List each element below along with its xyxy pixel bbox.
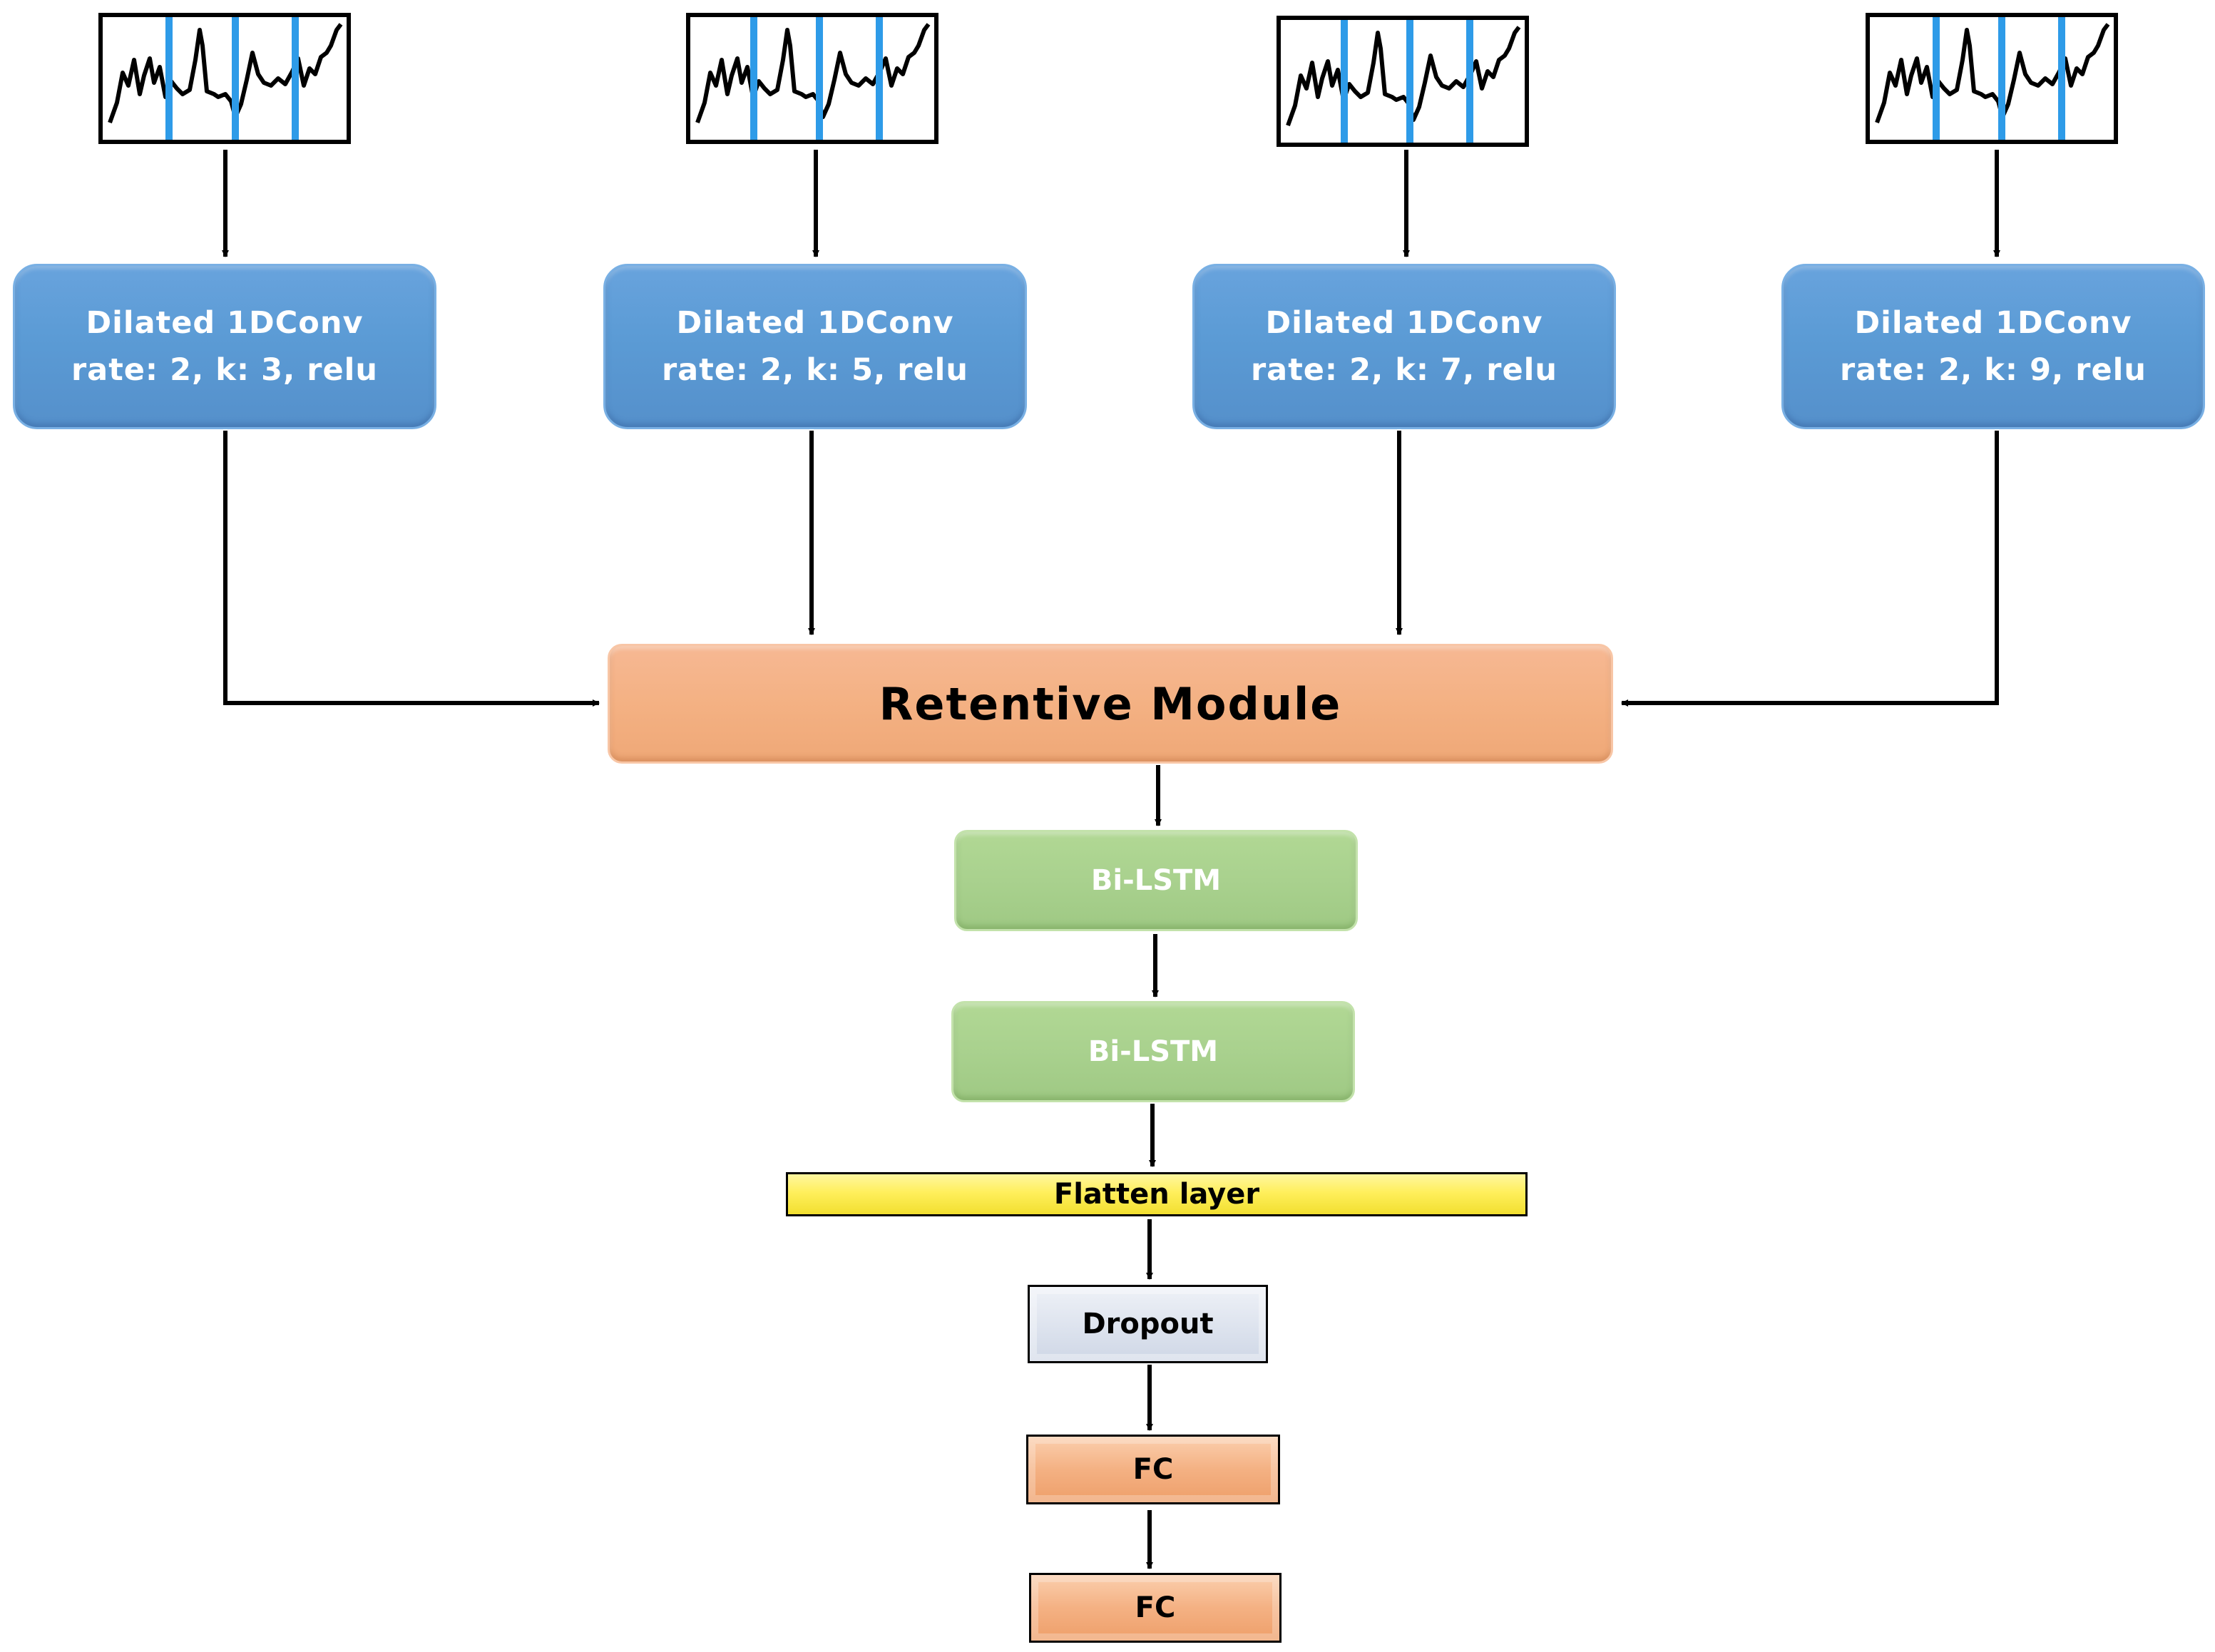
conv-block-title: Dilated 1DConv	[1265, 305, 1543, 341]
conv-block-params: rate: 2, k: 5, relu	[661, 352, 969, 388]
signal-thumbnail-1	[98, 13, 351, 144]
flatten-label: Flatten layer	[1053, 1178, 1260, 1211]
conv-block-k3: Dilated 1DConv rate: 2, k: 3, relu	[13, 264, 436, 429]
signal-waveform-icon	[695, 17, 931, 140]
arrow-conv1-to-retentive	[223, 431, 600, 707]
conv-block-params: rate: 2, k: 7, relu	[1250, 352, 1558, 388]
signal-waveform-icon	[108, 17, 343, 140]
conv-block-title: Dilated 1DConv	[86, 305, 364, 341]
arrow-conv4-to-retentive	[1621, 431, 1999, 707]
bilstm-layer-2: Bi-LSTM	[951, 1001, 1355, 1102]
retentive-module-label: Retentive Module	[879, 677, 1342, 730]
signal-thumbnail-2	[686, 13, 938, 144]
dropout-label: Dropout	[1082, 1308, 1214, 1340]
fc-layer-1: FC	[1026, 1435, 1280, 1504]
conv-block-params: rate: 2, k: 9, relu	[1839, 352, 2147, 388]
flatten-layer: Flatten layer	[786, 1172, 1528, 1216]
conv-block-title: Dilated 1DConv	[1854, 305, 2132, 341]
fc-label: FC	[1132, 1453, 1174, 1486]
signal-thumbnail-4	[1866, 13, 2118, 144]
conv-block-k5: Dilated 1DConv rate: 2, k: 5, relu	[603, 264, 1027, 429]
conv-block-title: Dilated 1DConv	[676, 305, 954, 341]
signal-waveform-icon	[1286, 20, 1521, 143]
fc-label: FC	[1135, 1591, 1176, 1624]
signal-thumbnail-3	[1277, 16, 1529, 147]
conv-block-params: rate: 2, k: 3, relu	[71, 352, 379, 388]
dropout-layer: Dropout	[1028, 1285, 1268, 1363]
signal-waveform-icon	[1875, 17, 2110, 140]
conv-block-k7: Dilated 1DConv rate: 2, k: 7, relu	[1192, 264, 1616, 429]
bilstm-label: Bi-LSTM	[1088, 1035, 1219, 1068]
conv-block-k9: Dilated 1DConv rate: 2, k: 9, relu	[1781, 264, 2205, 429]
bilstm-label: Bi-LSTM	[1090, 864, 1222, 897]
fc-layer-2: FC	[1029, 1573, 1282, 1643]
bilstm-layer-1: Bi-LSTM	[954, 830, 1358, 931]
retentive-module: Retentive Module	[608, 644, 1613, 764]
